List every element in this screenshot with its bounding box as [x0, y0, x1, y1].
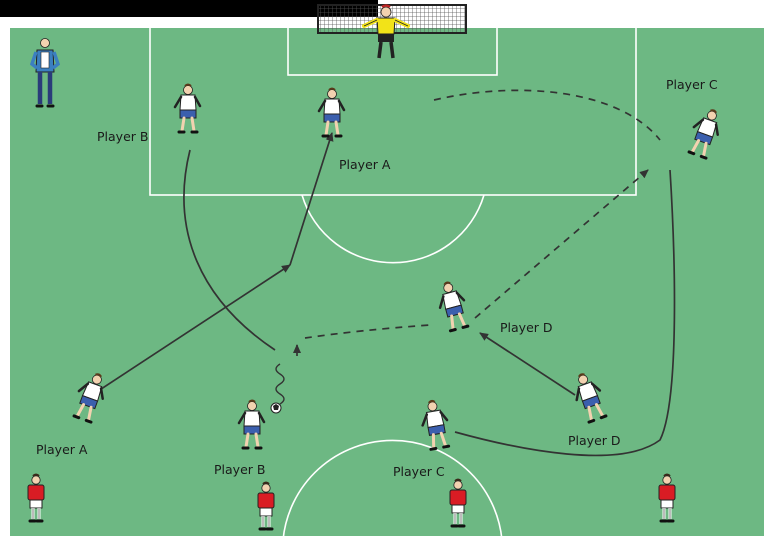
label-player-d-bottom: Player D — [568, 433, 621, 448]
label-player-d-mid: Player D — [500, 320, 553, 335]
label-player-c-bottom: Player C — [393, 464, 445, 479]
label-player-a-top: Player A — [339, 157, 391, 172]
label-player-b-top: Player B — [97, 129, 148, 144]
label-player-c-top: Player C — [666, 77, 718, 92]
football-icon — [271, 403, 281, 413]
label-player-a-bottom: Player A — [36, 442, 88, 457]
label-player-b-bottom: Player B — [214, 462, 265, 477]
pitch — [10, 28, 764, 536]
